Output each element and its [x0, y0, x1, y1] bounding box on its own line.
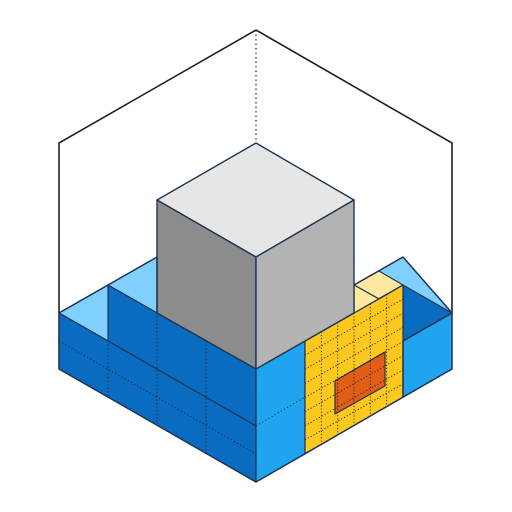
gray-cube-right-face	[255, 199, 355, 370]
seam-5	[255, 396, 306, 427]
base-right-top-outline	[353, 256, 453, 397]
bounding-box-outline	[58, 29, 453, 313]
bounding-box-left-edge	[58, 29, 257, 313]
structure-edges	[58, 256, 453, 483]
base-outline	[58, 313, 453, 483]
base-top-outline	[58, 256, 158, 314]
orange-highlight-patch	[334, 351, 386, 415]
bounding-box-right-edge	[255, 29, 453, 313]
gray-cube	[156, 142, 355, 370]
blue-base-seams	[58, 313, 306, 482]
